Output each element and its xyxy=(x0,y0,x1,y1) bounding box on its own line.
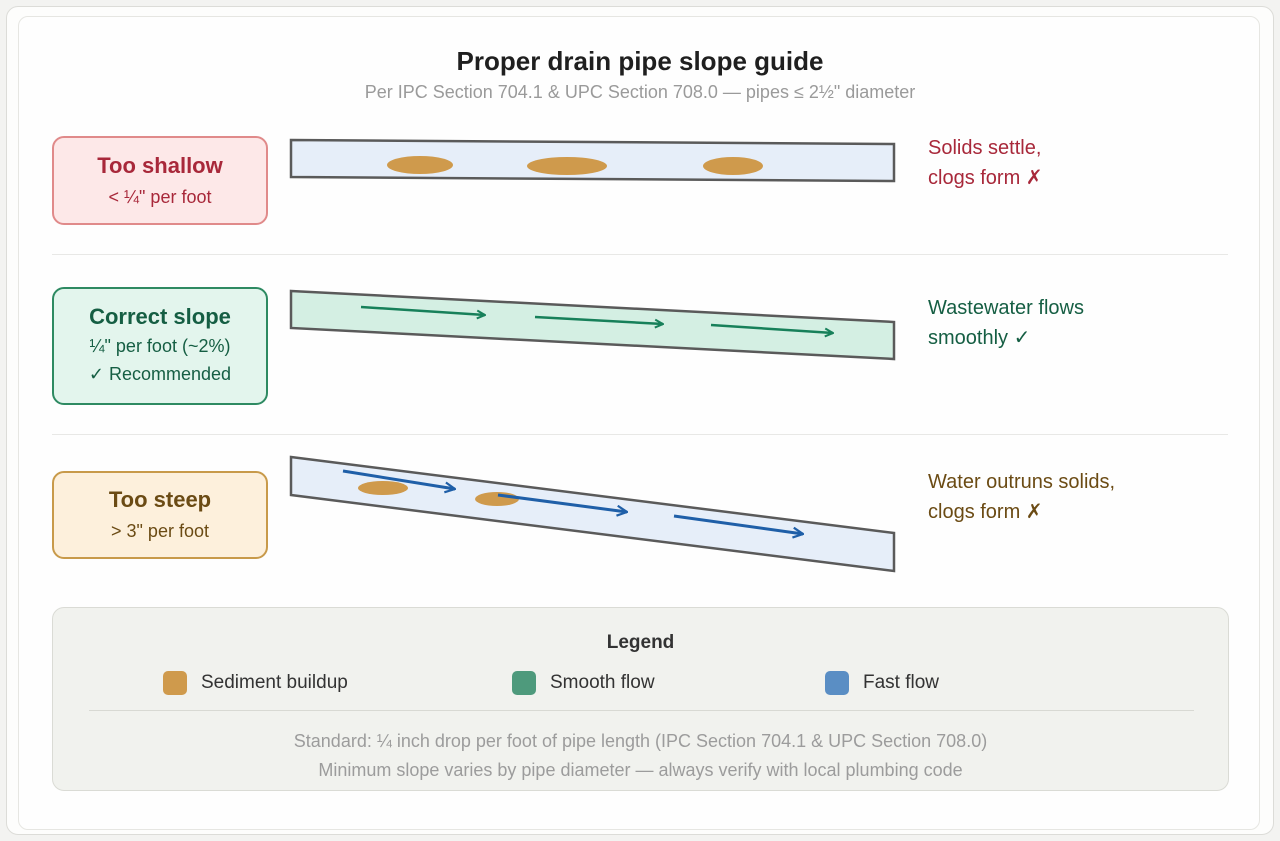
legend-divider xyxy=(89,710,1194,711)
fast-flow-arrow xyxy=(342,469,455,489)
legend-title: Legend xyxy=(606,632,675,653)
correct-slope-note-line: smoothly ✓ xyxy=(928,327,1031,349)
too-steep-title: Too steep xyxy=(108,487,212,512)
fast-flow-swatch xyxy=(825,671,849,695)
standard-footnote: Standard: ¼ inch drop per foot of pipe l… xyxy=(293,731,988,751)
legend-label: Smooth flow xyxy=(550,672,655,693)
correct-slope-spec-line: ¼" per foot (~2%) xyxy=(89,336,231,356)
too-shallow-card: Too shallow < ¼" per foot xyxy=(52,136,268,225)
recommended-label: ✓ Recommended xyxy=(88,364,232,384)
too-shallow-spec: < ¼" per foot xyxy=(108,187,212,207)
too-steep-note-line: Water outruns solids, xyxy=(928,471,1116,493)
correct-slope-title: Correct slope xyxy=(89,304,231,329)
page-subtitle: Per IPC Section 704.1 & UPC Section 708.… xyxy=(364,82,916,102)
sediment-swatch xyxy=(163,671,187,695)
too-shallow-note-line: Solids settle, xyxy=(928,137,1042,159)
correct-pipe xyxy=(289,289,896,361)
too-shallow-note-line: clogs form ✗ xyxy=(928,167,1043,189)
sediment-blob xyxy=(358,481,408,495)
page-title: Proper drain pipe slope guide xyxy=(456,46,824,76)
sediment-blob xyxy=(527,157,607,175)
row-divider xyxy=(52,254,1228,255)
sediment-blob xyxy=(703,157,763,175)
too-shallow-note: Solids settle, clogs form ✗ xyxy=(928,133,1043,193)
too-shallow-title: Too shallow xyxy=(97,153,223,178)
smooth-flow-arrow xyxy=(710,323,833,333)
legend-panel: Legend Sediment buildup Smooth flow Fast… xyxy=(52,607,1229,791)
smooth-flow-arrow xyxy=(534,315,663,324)
too-steep-note-line: clogs form ✗ xyxy=(928,501,1043,523)
too-steep-spec: > 3" per foot xyxy=(111,521,209,541)
legend-item-smooth: Smooth flow xyxy=(512,671,655,695)
correct-slope-spec: ¼" per foot (~2%) ✓ Recommended xyxy=(54,332,266,388)
code-footnote: Minimum slope varies by pipe diameter — … xyxy=(318,760,963,780)
smooth-flow-arrow xyxy=(360,305,485,315)
legend-label: Fast flow xyxy=(863,672,940,693)
legend-label: Sediment buildup xyxy=(201,672,348,693)
row-divider xyxy=(52,434,1228,435)
legend-item-fast: Fast flow xyxy=(825,671,939,695)
correct-slope-note: Wastewater flows smoothly ✓ xyxy=(928,293,1084,353)
fast-flow-arrow xyxy=(673,514,803,534)
too-steep-note: Water outruns solids, clogs form ✗ xyxy=(928,467,1115,527)
legend-item-sediment: Sediment buildup xyxy=(163,671,348,695)
too-steep-card: Too steep > 3" per foot xyxy=(52,471,268,559)
sediment-blob xyxy=(387,156,453,174)
correct-slope-note-line: Wastewater flows xyxy=(928,297,1084,319)
steep-pipe xyxy=(289,455,896,573)
correct-slope-card: Correct slope ¼" per foot (~2%) ✓ Recomm… xyxy=(52,287,268,405)
smooth-flow-swatch xyxy=(512,671,536,695)
fast-flow-arrow xyxy=(497,493,627,512)
sediment-blob xyxy=(475,492,519,506)
